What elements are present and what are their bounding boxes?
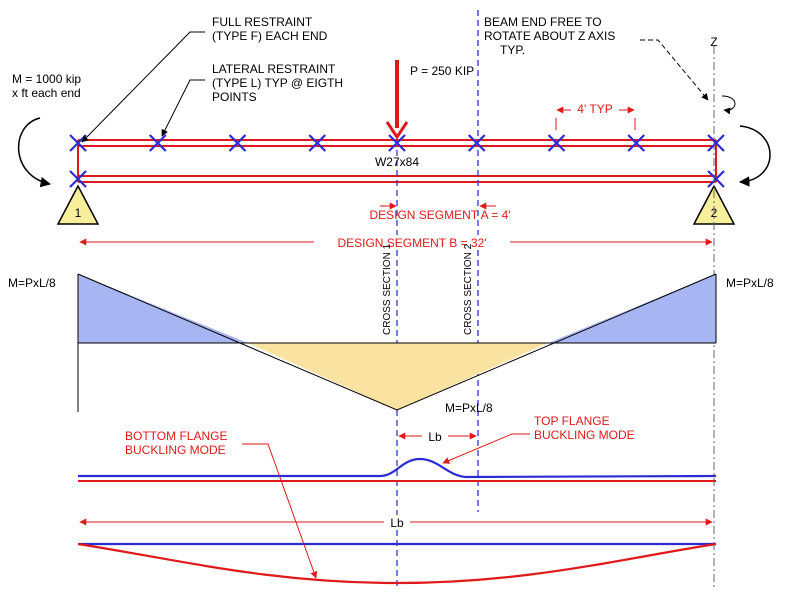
z-rotation-arrow	[721, 95, 736, 115]
lb-long-label: Lb	[390, 516, 404, 530]
cross-section-2-label: CROSS SECTION 2	[463, 243, 474, 335]
lateral-restraint-leader	[161, 79, 205, 137]
restraint-x-marker	[148, 134, 167, 152]
lateral-restraint-markers	[69, 134, 725, 188]
cross-section-1-label: CROSS SECTION 1	[382, 243, 393, 335]
design-segment-a: DESIGN SEGMENT A = 4'	[369, 202, 511, 222]
restraint-x-marker	[467, 134, 486, 152]
top-flange-leader	[442, 433, 530, 464]
restraint-x-marker	[707, 170, 725, 188]
lb-short-label: Lb	[428, 430, 442, 444]
moment-mid-label: M=PxL/8	[445, 401, 493, 415]
typical-spacing-dimension: 4' TYP	[555, 102, 636, 130]
design-segment-b: DESIGN SEGMENT B = 32'	[79, 235, 713, 250]
full-restraint-leader	[81, 31, 205, 143]
support-1-label: 1	[75, 206, 82, 220]
segment-a-label: DESIGN SEGMENT A = 4'	[369, 208, 510, 222]
restraint-x-marker	[308, 134, 327, 152]
right-moment-arrow	[738, 125, 771, 187]
beam-end-text: BEAM END FREE TO ROTATE ABOUT Z AXIS TYP…	[484, 15, 619, 57]
z-axis-label: Z	[710, 35, 717, 49]
support-1: 1	[56, 184, 100, 225]
restraint-x-marker	[547, 134, 566, 152]
lb-short-mask	[422, 429, 448, 443]
moment-diagram	[77, 273, 717, 412]
bottom-flange-text: BOTTOM FLANGE BUCKLING MODE	[125, 429, 231, 457]
left-moment-arrow	[18, 117, 52, 188]
spacing-label: 4' TYP	[577, 102, 612, 116]
segment-b-label: DESIGN SEGMENT B = 32'	[337, 236, 486, 250]
top-flange-text: TOP FLANGE BUCKLING MODE	[534, 414, 635, 442]
restraint-x-marker	[707, 134, 725, 152]
bottom-flange-leader	[242, 443, 318, 579]
restraint-x-marker	[69, 170, 87, 188]
moment-text: M = 1000 kip x ft each end	[12, 72, 84, 100]
section-label: W27x84	[375, 155, 419, 169]
full-restraint-text: FULL RESTRAINT (TYPE F) EACH END	[212, 15, 328, 43]
lateral-restraint-text: LATERAL RESTRAINT (TYPE L) TYP @ EIGTH P…	[212, 62, 346, 104]
bottom-flange-buckling	[77, 542, 717, 585]
restraint-x-marker	[388, 134, 406, 152]
point-load-arrow	[385, 60, 409, 140]
moment-left-label: M=PxL/8	[8, 276, 56, 290]
restraint-x-marker	[228, 134, 247, 152]
top-flange-buckling	[78, 457, 717, 482]
load-label: P = 250 KIP	[410, 64, 474, 78]
beam-end-leader	[640, 39, 709, 101]
restraint-x-marker	[627, 134, 646, 152]
lb-long-mask	[384, 515, 410, 529]
moment-right-label: M=PxL/8	[726, 276, 774, 290]
